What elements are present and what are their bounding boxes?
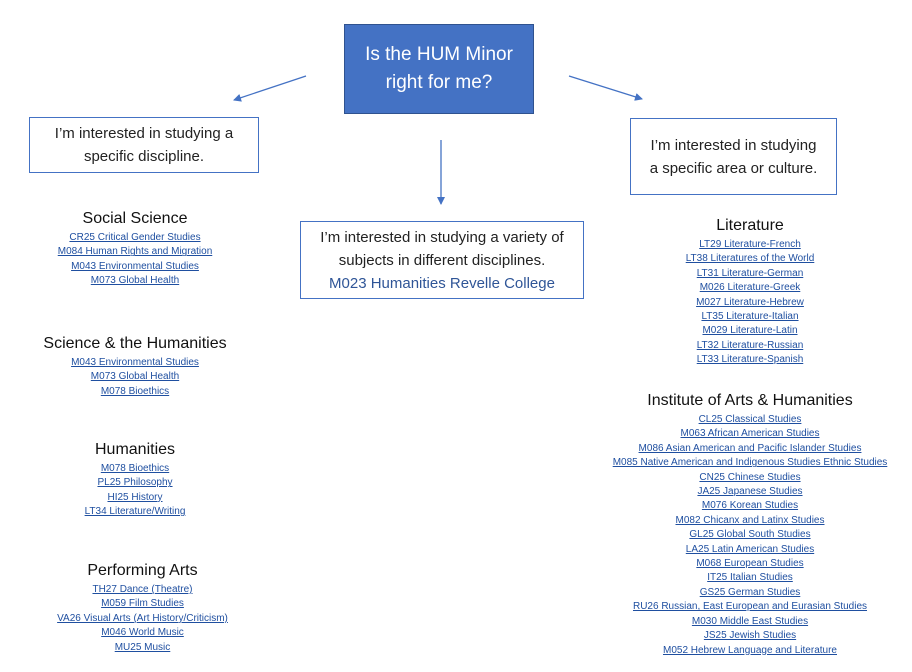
course-link[interactable]: M043 Environmental Studies <box>71 260 199 272</box>
course-link[interactable]: LT32 Literature-Russian <box>696 339 804 351</box>
course-link[interactable]: M026 Literature-Greek <box>699 282 801 294</box>
title-box: Is the HUM Minor right for me? <box>344 24 534 114</box>
course-link[interactable]: M027 Literature-Hebrew <box>696 296 804 308</box>
section-science-humanities: Science & the Humanities M043 Environmen… <box>0 334 270 399</box>
section-title: Science & the Humanities <box>43 335 227 352</box>
course-link[interactable]: M073 Global Health <box>90 371 180 383</box>
course-link[interactable]: LA25 Latin American Studies <box>685 543 815 555</box>
course-link[interactable]: LT34 Literature/Writing <box>84 506 186 518</box>
section-social-science: Social Science CR25 Critical Gender Stud… <box>0 209 270 289</box>
course-link[interactable]: M073 Global Health <box>90 275 180 287</box>
section-performing-arts: Performing Arts TH27 Dance (Theatre) M05… <box>0 561 285 655</box>
m023-humanities-link[interactable]: M023 Humanities Revelle College <box>329 274 555 292</box>
section-title: Literature <box>716 217 784 234</box>
course-link[interactable]: IT25 Italian Studies <box>707 572 793 584</box>
course-link[interactable]: LT33 Literature-Spanish <box>696 354 804 366</box>
course-link[interactable]: GL25 Global South Studies <box>689 529 811 541</box>
course-link[interactable]: M084 Human Rights and Migration <box>57 246 213 258</box>
course-link[interactable]: M076 Korean Studies <box>701 500 799 512</box>
variety-box: I’m interested in studying a variety of … <box>300 221 584 299</box>
course-link[interactable]: M063 African American Studies <box>680 428 820 440</box>
section-institute-arts-humanities: Institute of Arts & Humanities CL25 Clas… <box>590 391 910 658</box>
course-link[interactable]: LT35 Literature-Italian <box>701 311 799 323</box>
course-link[interactable]: M078 Bioethics <box>100 463 170 474</box>
course-link[interactable]: PL25 Philosophy <box>97 477 173 489</box>
course-link[interactable]: RU26 Russian, East European and Eurasian… <box>632 601 868 613</box>
section-title: Performing Arts <box>87 562 198 579</box>
course-link[interactable]: CN25 Chinese Studies <box>699 471 801 483</box>
course-link[interactable]: CL25 Classical Studies <box>698 414 802 425</box>
course-link[interactable]: GS25 German Studies <box>699 586 801 598</box>
course-link[interactable]: VA26 Visual Arts (Art History/Criticism) <box>57 612 228 624</box>
course-link[interactable]: M029 Literature-Latin <box>702 325 798 337</box>
specific-discipline-box: I’m interested in studying a specific di… <box>29 117 259 173</box>
section-title: Institute of Arts & Humanities <box>647 392 853 409</box>
area-culture-text: I’m interested in studying a specific ar… <box>649 136 818 177</box>
course-link[interactable]: LT31 Literature-German <box>696 267 804 279</box>
course-link[interactable]: HI25 History <box>107 491 163 503</box>
course-link[interactable]: M086 Asian American and Pacific Islander… <box>638 442 862 454</box>
section-title: Humanities <box>94 441 176 458</box>
section-humanities: Humanities M078 Bioethics PL25 Philosoph… <box>0 440 270 520</box>
course-link[interactable]: JS25 Jewish Studies <box>703 630 797 642</box>
course-link[interactable]: MU25 Music <box>114 641 171 653</box>
title-text: Is the HUM Minor right for me? <box>365 44 513 93</box>
arrow-left <box>233 75 307 102</box>
variety-text: I’m interested in studying a variety of … <box>320 228 564 269</box>
course-link[interactable]: LT29 Literature-French <box>699 239 801 250</box>
course-link[interactable]: M046 World Music <box>101 627 184 639</box>
specific-discipline-text: I’m interested in studying a specific di… <box>54 125 234 165</box>
course-link[interactable]: M078 Bioethics <box>100 385 170 397</box>
course-link[interactable]: CR25 Critical Gender Studies <box>69 232 201 243</box>
course-link[interactable]: TH27 Dance (Theatre) <box>92 584 193 595</box>
section-literature: Literature LT29 Literature-French LT38 L… <box>590 216 910 368</box>
course-link[interactable]: M085 Native American and Indigenous Stud… <box>612 457 888 469</box>
section-title: Social Science <box>82 210 188 227</box>
area-culture-box: I’m interested in studying a specific ar… <box>630 118 837 195</box>
course-link[interactable]: M052 Hebrew Language and Literature <box>662 644 837 656</box>
course-link[interactable]: M068 European Studies <box>696 558 804 570</box>
course-link[interactable]: M059 Film Studies <box>101 598 184 610</box>
arrow-right <box>568 75 643 101</box>
course-link[interactable]: LT38 Literatures of the World <box>685 253 815 265</box>
course-link[interactable]: M043 Environmental Studies <box>71 357 199 368</box>
course-link[interactable]: M082 Chicanx and Latinx Studies <box>675 514 825 526</box>
course-link[interactable]: JA25 Japanese Studies <box>697 486 803 498</box>
course-link[interactable]: M030 Middle East Studies <box>691 615 809 627</box>
